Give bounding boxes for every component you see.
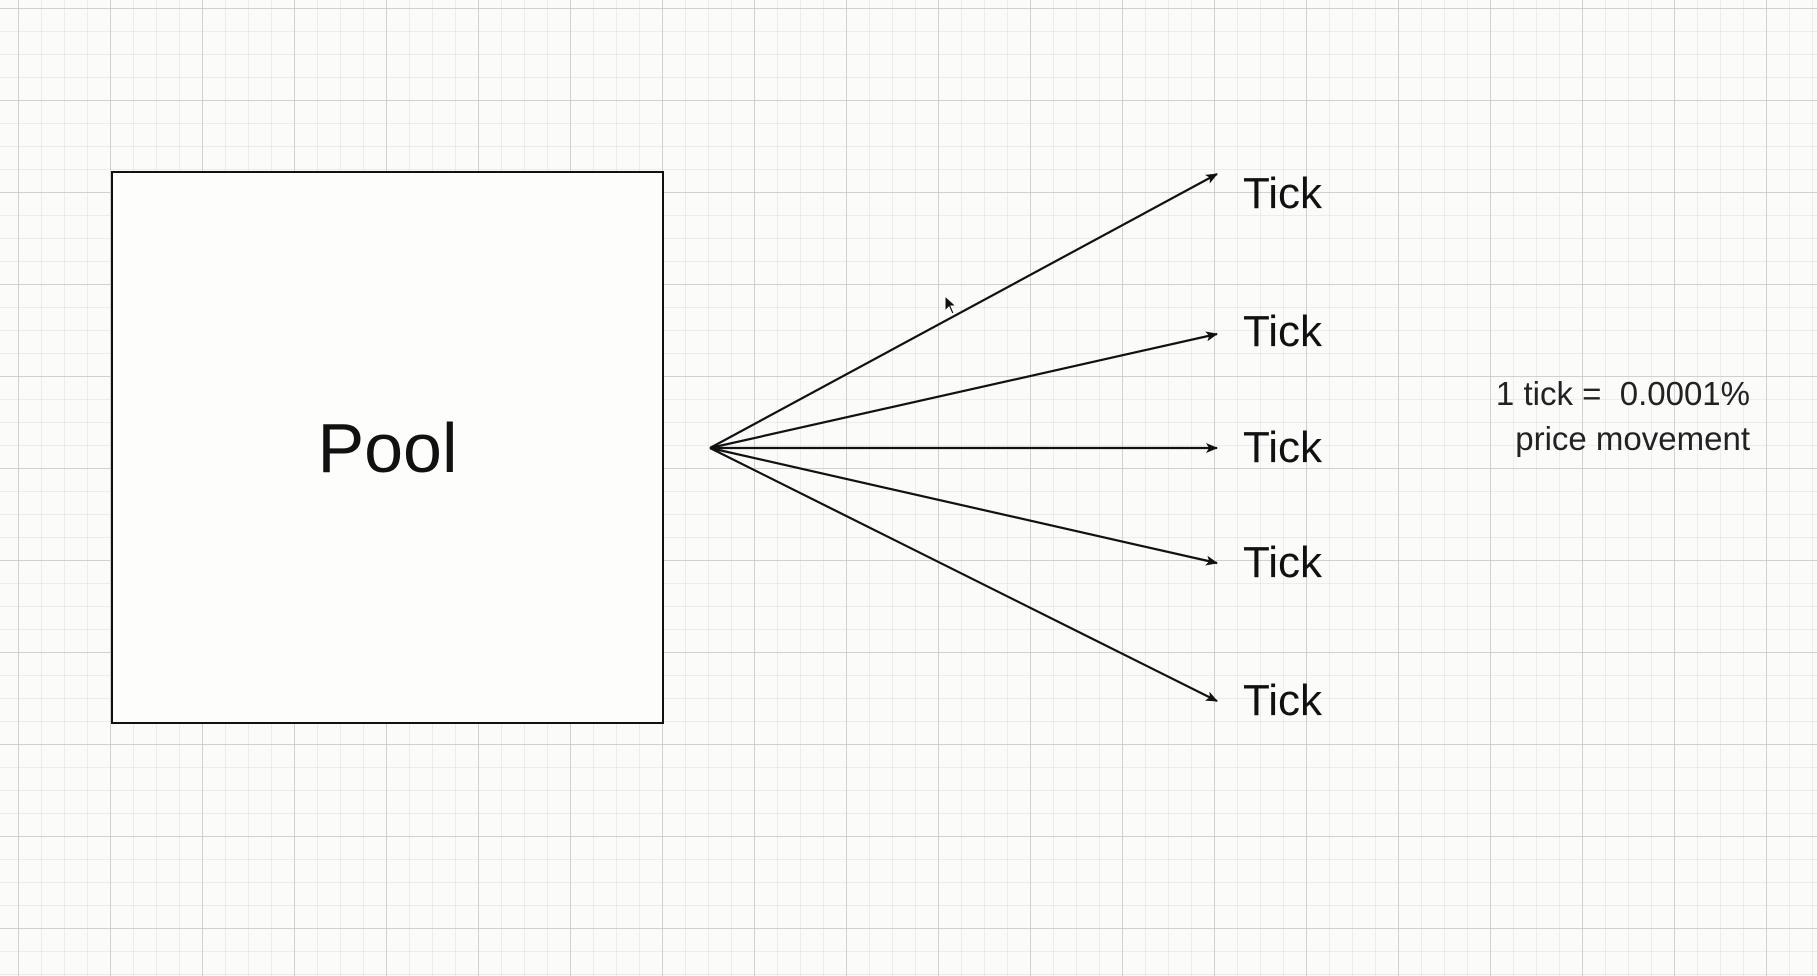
tick-note: 1 tick = 0.0001% price movement [1440,372,1750,461]
tick-label-1: Tick [1243,169,1323,218]
pool-label: Pool [317,408,458,487]
pool-box: Pool [111,171,664,724]
mouse-pointer-icon [944,295,958,315]
tick-note-line-2: price movement [1515,419,1750,457]
tick-label-4: Tick [1243,538,1323,587]
arrow-to-tick-5 [709,447,1218,702]
tick-label-2: Tick [1243,307,1323,356]
tick-label-3: Tick [1243,423,1323,472]
arrow-to-tick-2 [709,331,1218,450]
arrow-to-tick-4 [709,446,1218,566]
arrow-to-tick-1 [709,173,1218,449]
tick-label-5: Tick [1243,676,1323,725]
tick-note-line-1: 1 tick = 0.0001% [1495,375,1750,412]
